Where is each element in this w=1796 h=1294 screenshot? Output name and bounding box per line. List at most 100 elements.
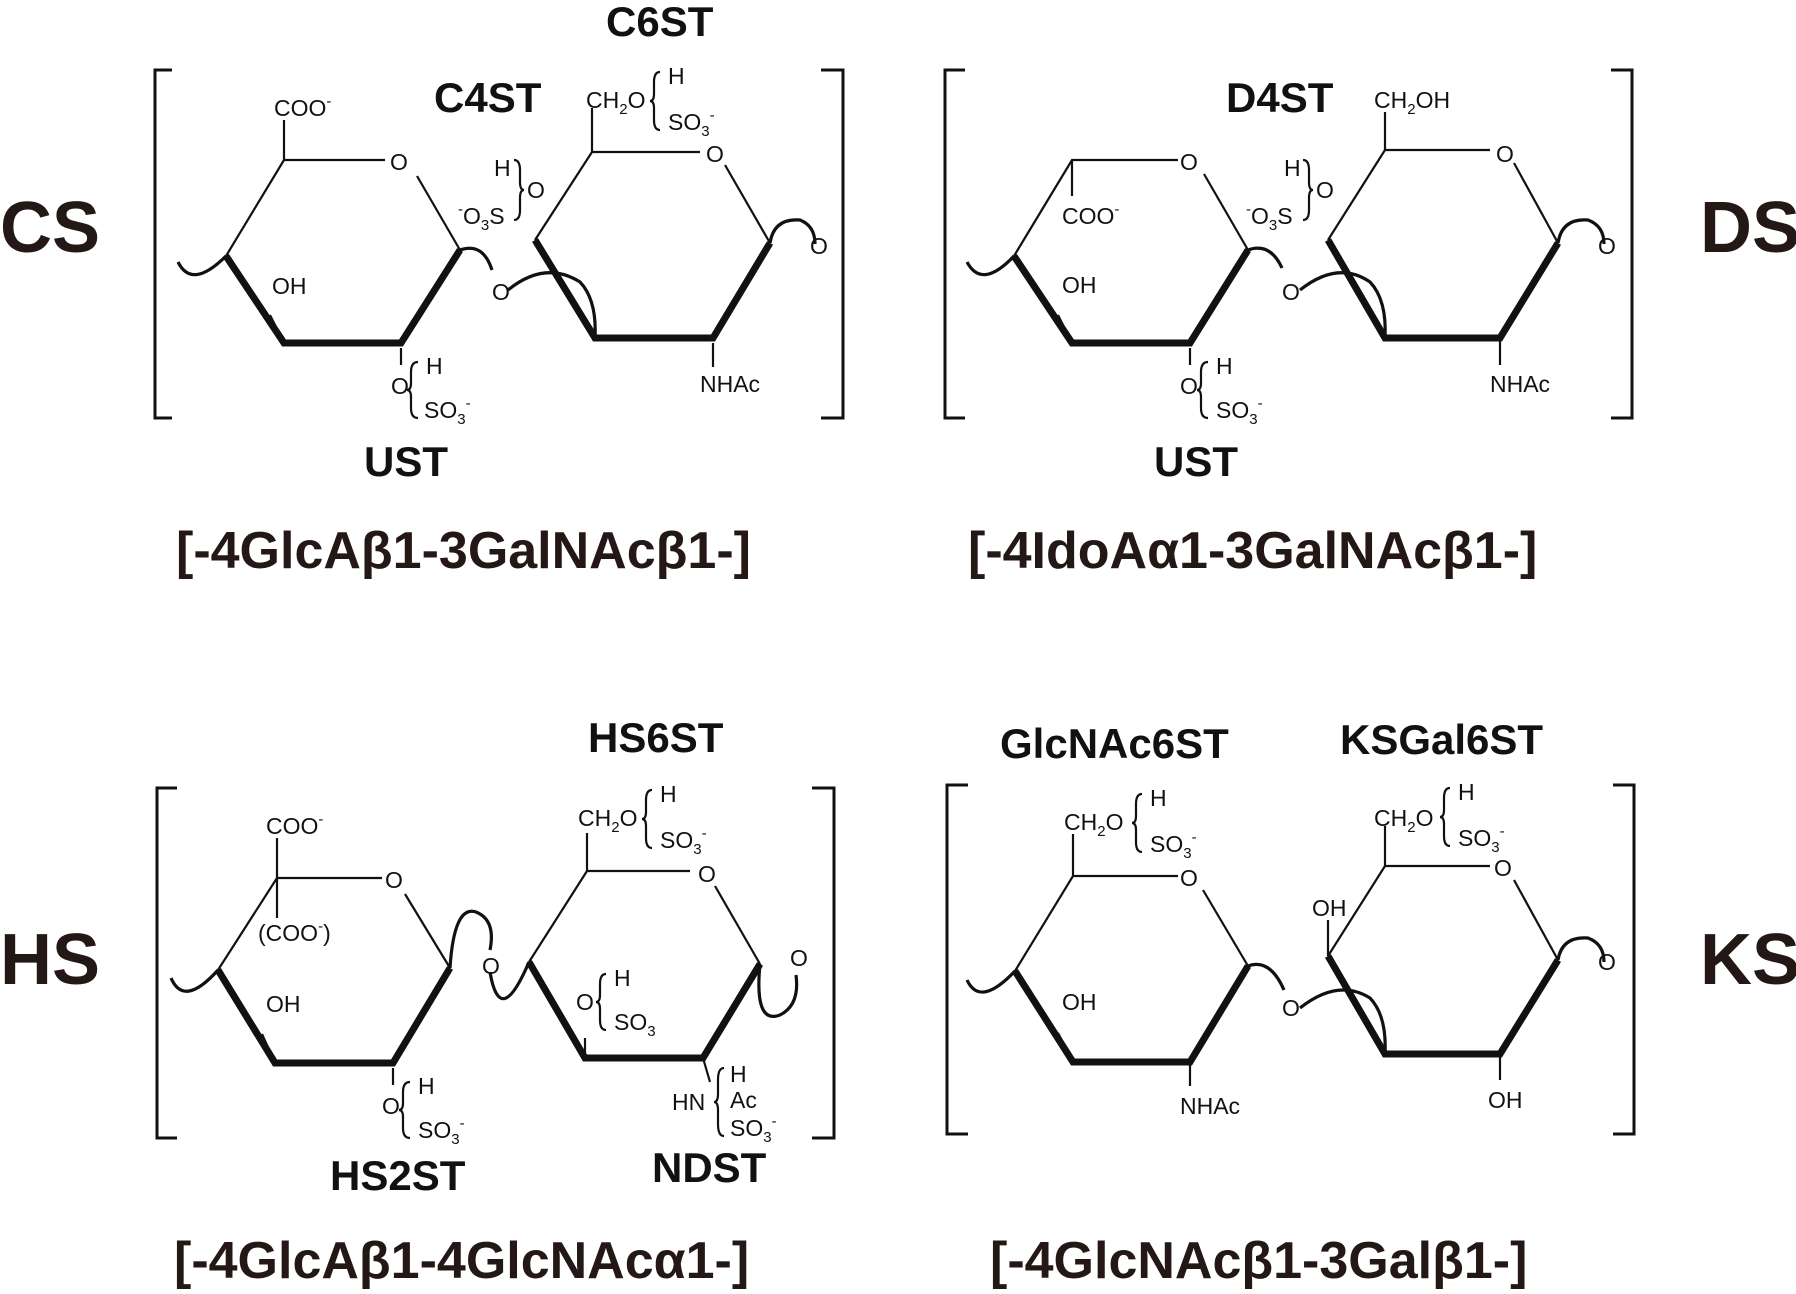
hydroxyl-label: OH (266, 991, 301, 1017)
ring-oxygen: O (1180, 149, 1198, 175)
end-oxygen: O (1598, 233, 1616, 259)
so3-label: SO3- (424, 395, 471, 428)
hydroxyl-label: OH (1062, 272, 1097, 298)
enzyme-hs2st: HS2ST (330, 1152, 466, 1199)
so3-label: SO3- (1216, 395, 1263, 428)
panel-cs: CS COO- O OH O H SO3- O (0, 0, 845, 580)
ring-oxygen-2: O (1494, 855, 1512, 881)
h4-label: H (494, 155, 511, 181)
o3-label: O (576, 989, 594, 1015)
nhac-label: NHAc (1490, 371, 1550, 397)
h6-label: H (668, 63, 685, 89)
so3-6-label: SO3- (668, 107, 715, 140)
n-h-label: H (730, 1061, 747, 1087)
ring-glcnac: CH2O H SO3- O O H SO3 HN H Ac SO3- O (488, 781, 808, 1146)
so3-6-label: SO3- (1458, 823, 1505, 856)
formula-ds: [-4IdoAα1-3GalNAcβ1-] (968, 522, 1537, 580)
o3s-label: -O3S (458, 201, 505, 234)
ring-oxygen: O (385, 867, 403, 893)
label-ds: DS (1700, 188, 1796, 268)
acetyl-label: Ac (730, 1087, 757, 1113)
ring-galnac: CH2O H SO3- O H O -O3S NHAc O (458, 63, 828, 397)
o2-label: O (1180, 373, 1198, 399)
bracket-right (812, 786, 836, 1140)
o4-label: O (527, 177, 545, 203)
so3-6-label: SO3- (1150, 829, 1197, 862)
ring-oxygen: O (390, 149, 408, 175)
bracket-left (943, 68, 965, 420)
glycosidic-oxygen: O (492, 279, 510, 305)
ch2o-label: CH2O (1064, 809, 1123, 840)
bracket-right (1613, 783, 1636, 1136)
formula-hs: [-4GlcAβ1-4GlcNAcα1-] (174, 1232, 749, 1290)
end-oxygen: O (790, 945, 808, 971)
h-label: H (418, 1073, 435, 1099)
coo-label: COO- (1062, 201, 1119, 229)
hn-label: HN (672, 1089, 705, 1115)
enzyme-c4st: C4ST (434, 74, 542, 121)
ch2oh-label: CH2OH (1374, 87, 1450, 118)
bracket-left (945, 783, 968, 1136)
formula-ks: [-4GlcNAcβ1-3Galβ1-] (990, 1232, 1527, 1290)
glycosidic-oxygen: O (482, 953, 500, 979)
end-oxygen: O (810, 233, 828, 259)
h6-label: H (660, 781, 677, 807)
panel-ds: DS COO- O OH O H SO3- O (943, 68, 1796, 580)
bracket-right (1611, 68, 1634, 420)
o2-label: O (382, 1093, 400, 1119)
panel-hs: HS COO- (COO-) O OH O H SO3- O (0, 714, 836, 1290)
h-label: H (1216, 353, 1233, 379)
h-label: H (426, 353, 443, 379)
bracket-left (153, 68, 172, 420)
h6-label: H (1150, 785, 1167, 811)
enzyme-ksgal6st: KSGal6ST (1340, 716, 1543, 763)
enzyme-glcnac6st: GlcNAc6ST (1000, 720, 1229, 767)
so3-3-label: SO3 (614, 1009, 656, 1040)
enzyme-c6st: C6ST (606, 0, 714, 45)
enzyme-d4st: D4ST (1226, 74, 1334, 121)
ring-oxygen: O (1180, 865, 1198, 891)
label-cs: CS (0, 188, 100, 268)
ring-gal: CH2O H SO3- O OH OH O (1299, 779, 1616, 1113)
coo-label: COO- (266, 811, 323, 839)
coo-label: COO- (274, 93, 331, 121)
ring-glca: COO- O OH O H SO3- O (176, 93, 510, 428)
hydroxyl-4-label: OH (1312, 895, 1347, 921)
hydroxyl-label: OH (272, 273, 307, 299)
enzyme-hs6st: HS6ST (588, 714, 724, 761)
o3s-label: -O3S (1246, 201, 1293, 234)
hydroxyl-2-label: OH (1488, 1087, 1523, 1113)
ring-oxygen-2: O (698, 861, 716, 887)
ch2o-label: CH2O (586, 87, 645, 118)
ch2o-label: CH2O (578, 805, 637, 836)
enzyme-ust: UST (364, 438, 448, 485)
so3-label: SO3- (418, 1115, 465, 1148)
h4-label: H (1284, 155, 1301, 181)
ring-oxygen-2: O (1496, 141, 1514, 167)
coo-alt-label: (COO-) (258, 918, 331, 946)
bracket-left (155, 786, 177, 1140)
h3-label: H (614, 965, 631, 991)
label-ks: KS (1700, 920, 1796, 1000)
label-hs: HS (0, 920, 100, 1000)
glycosidic-oxygen: O (1282, 279, 1300, 305)
panel-ks: KS CH2O H SO3- O OH NHAc O (945, 716, 1796, 1290)
o4-label: O (1316, 177, 1334, 203)
glycosidic-oxygen: O (1282, 995, 1300, 1021)
so3-6-label: SO3- (660, 825, 707, 858)
ring-oxygen-2: O (706, 141, 724, 167)
formula-cs: [-4GlcAβ1-3GalNAcβ1-] (176, 522, 751, 580)
ring-glca: COO- (COO-) O OH O H SO3- O (169, 811, 500, 1148)
ring-glcnac: CH2O H SO3- O OH NHAc O (965, 785, 1300, 1119)
h6-label: H (1458, 779, 1475, 805)
ch2o-label: CH2O (1374, 805, 1433, 836)
ring-idoa: COO- O OH O H SO3- O (965, 149, 1300, 428)
n-so3-label: SO3- (730, 1113, 777, 1146)
bracket-right (821, 68, 845, 420)
nhac-label: NHAc (700, 371, 760, 397)
enzyme-ust: UST (1154, 438, 1238, 485)
nhac-label: NHAc (1180, 1093, 1240, 1119)
end-oxygen: O (1598, 949, 1616, 975)
